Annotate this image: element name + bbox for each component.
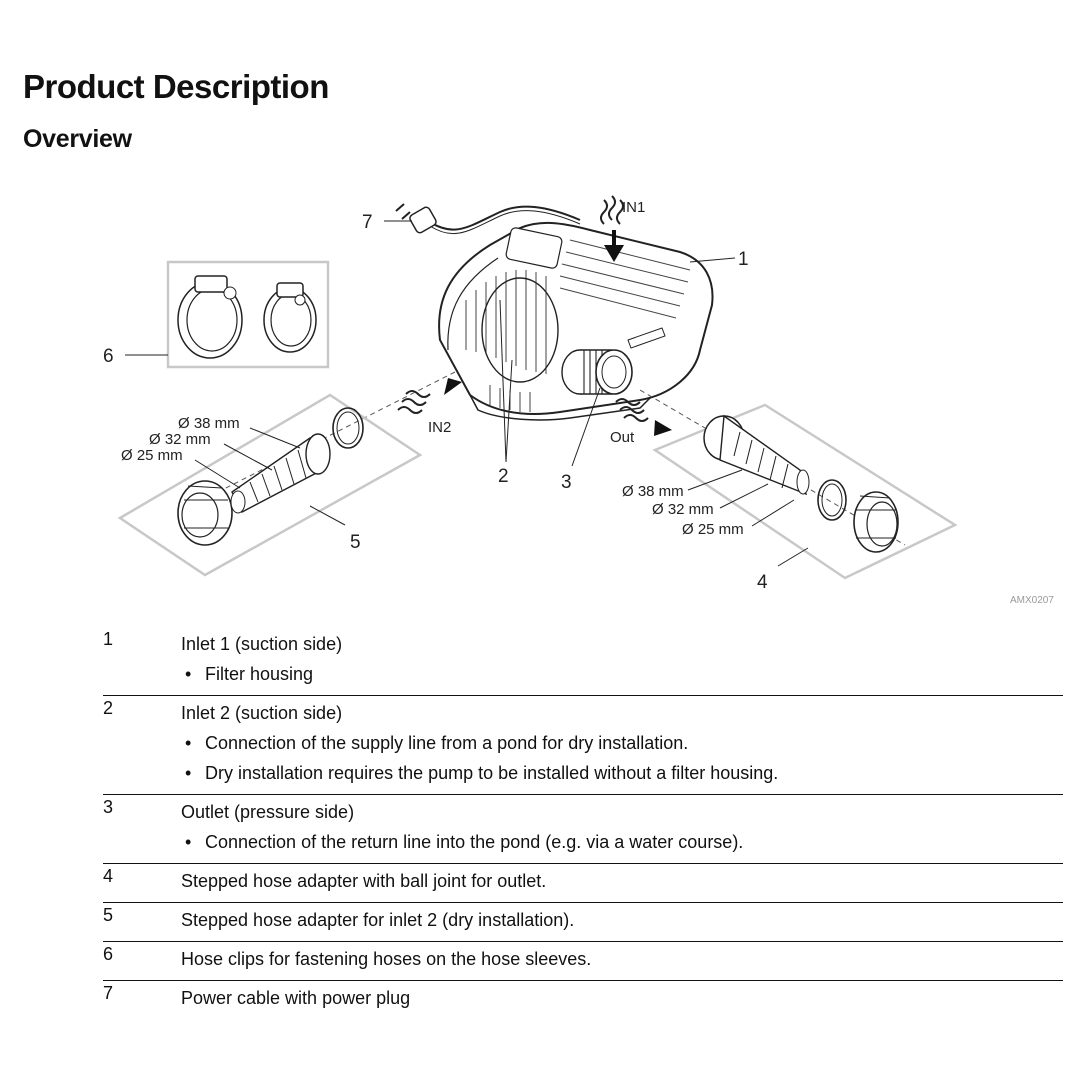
callout-3: 3 [561,472,572,493]
legend-text: Stepped hose adapter with ball joint for… [181,871,547,891]
in2-flow-arrow [397,378,462,414]
in2-label: IN2 [428,419,451,436]
inlet-adapter-illustration [117,393,423,577]
callout-1: 1 [738,249,749,270]
legend-number: 4 [103,866,114,886]
inlet-diameter-38: Ø 38 mm [178,415,240,432]
legend-text: Stepped hose adapter for inlet 2 (dry in… [181,910,575,930]
out-label: Out [610,429,635,446]
legend-number: 6 [103,944,114,964]
legend-row: 4 Stepped hose adapter with ball joint f… [103,864,1063,903]
legend-row: 7 Power cable with power plug [103,981,1063,1019]
legend-row: 2 Inlet 2 (suction side) Connection of t… [103,696,1063,795]
legend-row: 3 Outlet (pressure side) Connection of t… [103,795,1063,864]
power-cable-illustration [395,203,581,235]
legend-row: 5 Stepped hose adapter for inlet 2 (dry … [103,903,1063,942]
outlet-adapter-illustration [652,403,958,580]
legend-text: Inlet 1 (suction side) [181,634,343,654]
callout-4: 4 [757,572,768,593]
legend-text: Power cable with power plug [181,988,411,1008]
legend-text: Inlet 2 (suction side) [181,703,343,723]
page-title: Product Description [23,68,329,105]
in1-label: IN1 [622,199,645,216]
in1-flow-arrow [600,195,624,262]
outlet-diameter-25: Ø 25 mm [682,521,744,538]
legend-text: Hose clips for fastening hoses on the ho… [181,949,592,969]
legend-table: 1 Inlet 1 (suction side) Filter housing … [103,627,1063,1019]
legend-bullet: Connection of the return line into the p… [181,827,1063,857]
outlet-diameter-38: Ø 38 mm [622,483,684,500]
section-title: Overview [23,125,132,153]
callout-7: 7 [362,212,373,233]
legend-row: 1 Inlet 1 (suction side) Filter housing [103,627,1063,696]
figure-id: AMX0207 [1010,595,1054,606]
callout-5: 5 [350,532,361,553]
legend-text: Outlet (pressure side) [181,802,355,822]
pump-overview-diagram: 6 7 [103,195,1054,606]
legend-number: 2 [103,698,114,718]
inlet-diameter-32: Ø 32 mm [149,431,211,448]
legend-number: 5 [103,905,114,925]
callout-2: 2 [498,466,509,487]
legend-bullet: Connection of the supply line from a pon… [181,728,1063,758]
legend-number: 3 [103,797,114,817]
legend-number: 7 [103,983,114,1003]
out-flow-arrow [615,398,672,436]
outlet-diameter-32: Ø 32 mm [652,501,714,518]
legend-number: 1 [103,629,114,649]
pump-body-illustration [438,221,714,421]
hose-clips-illustration [166,260,330,369]
inlet-diameter-25: Ø 25 mm [121,447,183,464]
legend-bullet: Dry installation requires the pump to be… [181,758,1063,788]
legend-row: 6 Hose clips for fastening hoses on the … [103,942,1063,981]
callout-6: 6 [103,346,114,367]
legend-bullet: Filter housing [181,659,1063,689]
